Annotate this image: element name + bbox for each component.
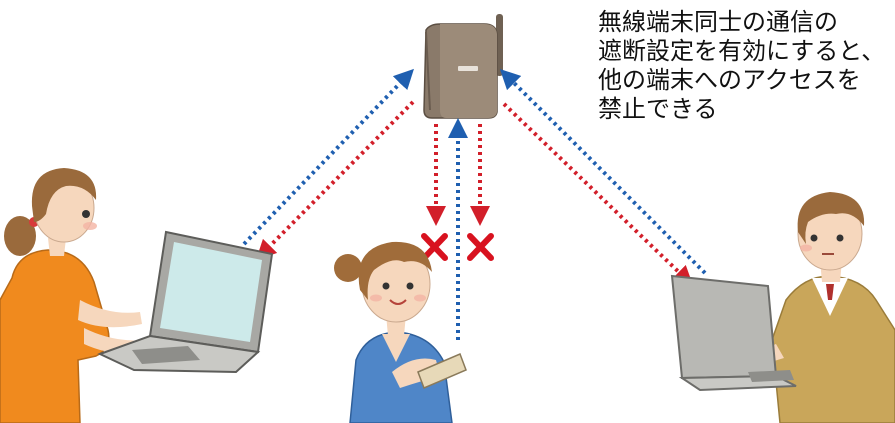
wireless-router-icon: [423, 14, 503, 119]
signal-phone: [426, 118, 490, 340]
caption-line-3: 他の端末へのアクセスを: [598, 66, 861, 94]
man-with-laptop: [670, 192, 895, 423]
caption-line-1: 無線端末同士の通信の: [598, 8, 838, 36]
caption-line-4: 禁止できる: [598, 95, 718, 123]
signal-laptop-left: [242, 68, 415, 261]
x-mark-icon: [467, 233, 494, 261]
laptop-right: [670, 274, 797, 392]
woman-with-phone: [334, 241, 467, 423]
smartphone: [417, 353, 467, 389]
caption-line-2: 遮断設定を有効にすると、: [598, 37, 886, 65]
woman-with-laptop: [0, 168, 274, 423]
laptop-left: [97, 230, 274, 374]
x-mark-icon: [421, 233, 448, 261]
signal-laptop-right: [499, 68, 707, 286]
caption: 無線端末同士の通信の 遮断設定を有効にすると、 他の端末へのアクセスを 禁止でき…: [598, 8, 890, 124]
